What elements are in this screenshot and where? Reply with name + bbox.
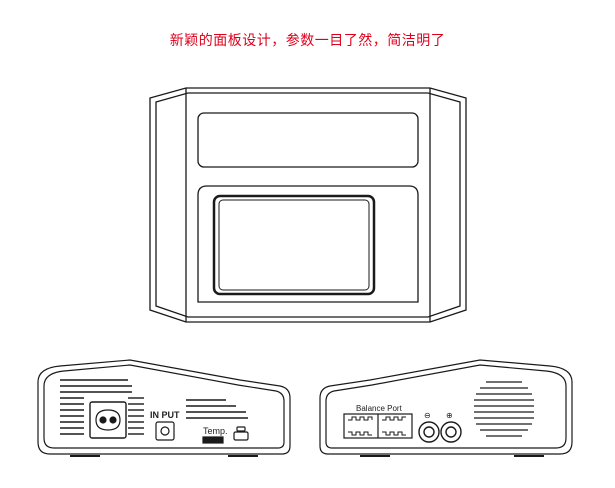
screen-bezel bbox=[197, 185, 419, 303]
temp-label: Temp. bbox=[203, 426, 228, 436]
balance-port-label: Balance Port bbox=[356, 404, 403, 413]
output-minus-terminal bbox=[418, 421, 440, 443]
dc-input-jack bbox=[155, 421, 175, 441]
right-panel-outline bbox=[319, 359, 573, 455]
ac-input-socket bbox=[89, 401, 127, 439]
top-display-window bbox=[197, 112, 419, 168]
output-plus-terminal bbox=[440, 421, 462, 443]
headline: 新颖的面板设计，参数一目了然，简洁明了 bbox=[169, 33, 446, 49]
temp-sensor-port bbox=[202, 436, 224, 444]
plus-symbol: ⊕ bbox=[446, 411, 453, 420]
lcd-screen bbox=[212, 194, 376, 296]
device-body-outline bbox=[149, 87, 467, 323]
left-side-panel bbox=[37, 359, 291, 457]
usb-port bbox=[233, 431, 249, 441]
minus-symbol: ⊖ bbox=[424, 411, 431, 420]
right-side-panel bbox=[319, 359, 573, 457]
fan-grille bbox=[474, 381, 534, 437]
left-panel-outline bbox=[37, 359, 291, 455]
input-label: IN PUT bbox=[150, 410, 180, 420]
top-view-device bbox=[149, 87, 467, 323]
